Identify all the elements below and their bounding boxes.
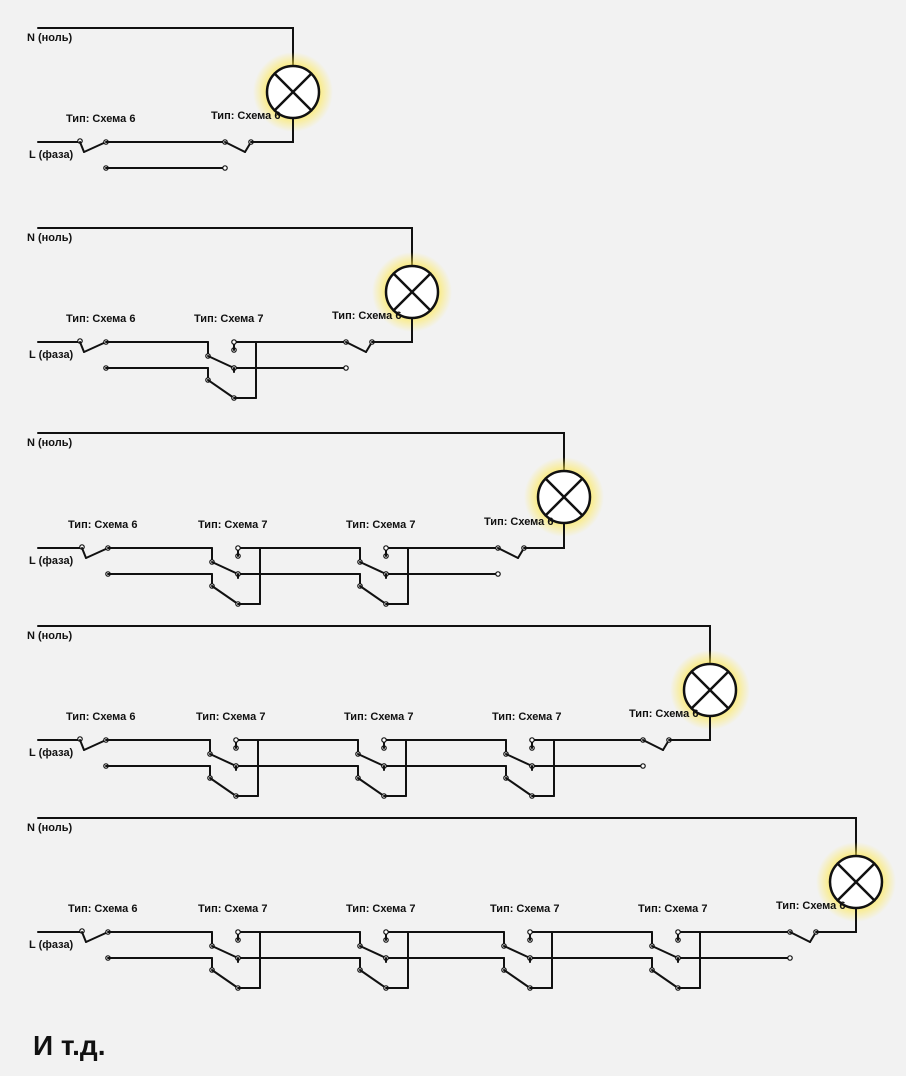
phase-label: L (фаза) (29, 349, 74, 361)
switch-scheme6-1: Тип: Схема 6 (66, 711, 135, 769)
switch-scheme6-2: Тип: Схема 6 (105, 110, 294, 171)
circuit-4: N (ноль) L (фаза) Тип: Схема 6 Тип: Схема 7… (27, 625, 750, 799)
terminal (235, 929, 241, 935)
switch-scheme6-5: Тип: Схема 6 (553, 708, 711, 769)
neutral-label: N (ноль) (27, 32, 73, 44)
switch-scheme7-2: Тип: Схема 7 (107, 903, 279, 991)
switch-scheme6-4: Тип: Схема 6 (407, 516, 565, 577)
lamp-feed-wire (668, 715, 711, 741)
switch-type-label: Тип: Схема 6 (66, 113, 135, 125)
switch-scheme7-2: Тип: Схема 7 (107, 519, 279, 607)
lamp-feed-wire (250, 117, 294, 143)
switch-scheme6-6: Тип: Схема 6 (699, 900, 857, 961)
switch-scheme7-2: Тип: Схема 7 (105, 313, 275, 401)
terminal (381, 737, 387, 743)
lamp-feed-wire (371, 317, 413, 343)
phase-label: L (фаза) (29, 747, 74, 759)
neutral-wire (37, 432, 565, 472)
phase-label: L (фаза) (29, 939, 74, 951)
neutral-label: N (ноль) (27, 437, 73, 449)
switch-type-label: Тип: Схема 7 (492, 711, 561, 723)
terminal (527, 929, 533, 935)
switch-type-label: Тип: Схема 7 (346, 903, 415, 915)
terminal (529, 737, 535, 743)
terminal (343, 365, 349, 371)
lamp-feed-wire (523, 522, 565, 549)
switch-scheme7-3: Тип: Схема 7 (257, 711, 425, 799)
switch-type-label: Тип: Схема 6 (68, 903, 137, 915)
neutral-wire (37, 817, 857, 857)
terminal (675, 929, 681, 935)
lamp-cross (544, 477, 584, 517)
switch-scheme6-1: Тип: Схема 6 (68, 903, 137, 961)
switch-scheme7-3: Тип: Схема 7 (259, 903, 427, 991)
switch-scheme7-5: Тип: Схема 7 (551, 903, 719, 991)
switch-scheme7-3: Тип: Схема 7 (259, 519, 427, 607)
lamp-cross (273, 72, 313, 112)
etc-caption: И т.д. (33, 1030, 106, 1061)
circuit-5: N (ноль) L (фаза) Тип: Схема 6 Тип: Схема 7… (27, 817, 896, 991)
switch-type-label: Тип: Схема 6 (68, 519, 137, 531)
neutral-label: N (ноль) (27, 822, 73, 834)
switch-type-label: Тип: Схема 6 (776, 900, 845, 912)
terminal (383, 545, 389, 551)
switch-scheme6-3: Тип: Схема 6 (255, 310, 413, 371)
switch-type-label: Тип: Схема 7 (196, 711, 265, 723)
switch-scheme7-4: Тип: Схема 7 (407, 903, 571, 991)
switch-type-label: Тип: Схема 7 (344, 711, 413, 723)
terminal (235, 545, 241, 551)
lamp-cross (836, 862, 876, 902)
switch-type-label: Тип: Схема 7 (198, 519, 267, 531)
terminal (640, 763, 646, 769)
neutral-wire (37, 227, 413, 267)
terminal (495, 571, 501, 577)
neutral-label: N (ноль) (27, 232, 73, 244)
lamp-cross (690, 670, 730, 710)
switch-type-label: Тип: Схема 6 (66, 711, 135, 723)
terminal (383, 929, 389, 935)
switch-scheme6-1: Тип: Схема 6 (66, 113, 135, 171)
switch-scheme7-4: Тип: Схема 7 (405, 711, 573, 799)
terminal (787, 955, 793, 961)
switch-scheme7-2: Тип: Схема 7 (105, 711, 277, 799)
phase-label: L (фаза) (29, 149, 74, 161)
circuit-1: N (ноль) L (фаза) Тип: Схема 6 Тип: Схема 6 (27, 27, 333, 171)
neutral-wire (37, 625, 711, 665)
terminal (231, 339, 237, 345)
switch-type-label: Тип: Схема 6 (66, 313, 135, 325)
switch-type-label: Тип: Схема 7 (198, 903, 267, 915)
switch-type-label: Тип: Схема 7 (194, 313, 263, 325)
neutral-label: N (ноль) (27, 630, 73, 642)
switch-scheme6-1: Тип: Схема 6 (68, 519, 137, 577)
switch-type-label: Тип: Схема 7 (490, 903, 559, 915)
phase-label: L (фаза) (29, 555, 74, 567)
circuit-3: N (ноль) L (фаза) Тип: Схема 6 Тип: Схема 7… (27, 432, 604, 607)
switch-type-label: Тип: Схема 6 (484, 516, 553, 528)
switch-type-label: Тип: Схема 6 (332, 310, 401, 322)
switch-type-label: Тип: Схема 6 (211, 110, 280, 122)
terminal (222, 165, 228, 171)
terminal (233, 737, 239, 743)
switch-type-label: Тип: Схема 7 (346, 519, 415, 531)
switch-type-label: Тип: Схема 7 (638, 903, 707, 915)
lamp-cross (392, 272, 432, 312)
switch-type-label: Тип: Схема 6 (629, 708, 698, 720)
lamp-feed-wire (815, 907, 857, 933)
neutral-wire (37, 27, 294, 67)
circuit-2: N (ноль) L (фаза) Тип: Схема 6 Тип: Схема 7… (27, 227, 452, 401)
